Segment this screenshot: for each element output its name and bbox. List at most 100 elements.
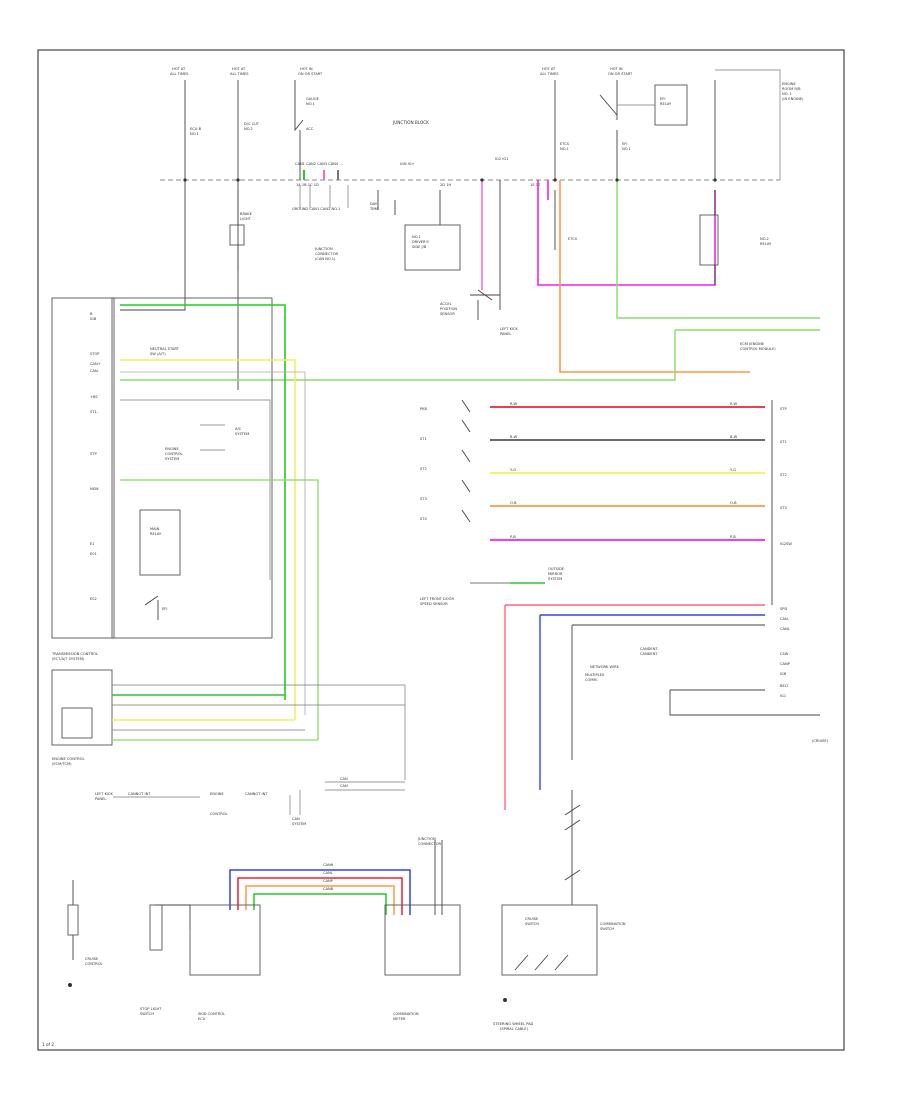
svg-text:LIGHT: LIGHT	[240, 217, 252, 221]
svg-text:NO.1: NO.1	[560, 147, 569, 151]
svg-text:ST4: ST4	[420, 517, 427, 521]
svg-text:CAN: CAN	[292, 817, 300, 821]
svg-text:STOP LIGHT: STOP LIGHT	[140, 1007, 162, 1011]
svg-text:CAN-: CAN-	[780, 617, 790, 621]
svg-text:ECU-B: ECU-B	[190, 127, 202, 131]
svg-text:LEFT FRONT DOOR: LEFT FRONT DOOR	[420, 597, 454, 601]
svg-text:ON OR START: ON OR START	[298, 72, 323, 76]
svg-text:ST1: ST1	[780, 440, 787, 444]
svg-text:NO.1: NO.1	[622, 147, 631, 151]
svg-text:GAUGE: GAUGE	[306, 97, 320, 101]
svg-text:E02: E02	[90, 597, 97, 601]
can-junction: GROUND CAN1 CAN2 NO.1 JUNCTIONCONNECTOR(…	[292, 185, 349, 261]
svg-text:CONNECTOR: CONNECTOR	[315, 252, 339, 256]
svg-text:IGB: IGB	[780, 672, 787, 676]
svg-text:ETCS: ETCS	[560, 142, 570, 146]
svg-text:+BS: +BS	[90, 395, 98, 399]
svg-text:CANP: CANP	[323, 879, 334, 883]
svg-text:CAN-: CAN-	[90, 369, 100, 373]
svg-text:B-W: B-W	[730, 435, 738, 439]
svg-text:CANP: CANP	[780, 662, 791, 666]
junction-block-label: JUNCTION BLOCK	[392, 120, 429, 125]
svg-text:ALL TIMES: ALL TIMES	[170, 72, 189, 76]
tcm-block	[51, 669, 113, 746]
svg-text:SPEED SENSOR: SPEED SENSOR	[420, 602, 448, 606]
svg-text:METER: METER	[393, 1017, 406, 1021]
svg-text:ENGINE: ENGINE	[210, 792, 224, 796]
svg-text:(SPIRAL CABLE): (SPIRAL CABLE)	[500, 1027, 529, 1031]
ecm-pin-labels: B IGB STOP CAN+ CAN- +BS ST1- STP NSW E1…	[90, 312, 101, 601]
svg-text:DRIVER'S: DRIVER'S	[412, 240, 430, 244]
svg-text:RELAY: RELAY	[760, 242, 772, 246]
svg-text:MULTIPLEX: MULTIPLEX	[585, 673, 605, 677]
svg-text:B-W: B-W	[510, 435, 518, 439]
ecm-inner	[111, 297, 273, 639]
junction-connector-labels: CAN1 CAN2 CAN3 CAN4 ... IGN IG+ IG2 IG1 …	[295, 157, 541, 187]
svg-text:CRUISE: CRUISE	[525, 917, 539, 921]
svg-text:LEFT KICK: LEFT KICK	[95, 792, 114, 796]
svg-text:CANH: CANH	[323, 863, 334, 867]
svg-text:CAN+: CAN+	[90, 362, 101, 366]
svg-text:ST2: ST2	[420, 467, 427, 471]
feed-wires	[120, 80, 716, 390]
page-number: 1 of 2	[42, 1042, 54, 1047]
svg-text:NO. 1: NO. 1	[782, 92, 792, 96]
svg-text:ST2: ST2	[780, 473, 787, 477]
svg-text:HOT AT: HOT AT	[172, 67, 186, 71]
svg-text:IG1: IG1	[780, 694, 786, 698]
svg-text:O-B: O-B	[730, 501, 737, 505]
svg-text:(ECT/A/T SYSTEM): (ECT/A/T SYSTEM)	[52, 657, 85, 661]
svg-text:(CAN NO.1): (CAN NO.1)	[315, 257, 336, 261]
svg-text:CONNECTOR: CONNECTOR	[418, 842, 442, 846]
green-wire-ecm	[120, 304, 286, 700]
svg-text:D/C CUT: D/C CUT	[244, 122, 260, 126]
svg-text:ECU: ECU	[198, 1017, 206, 1021]
svg-text:A/C: A/C	[235, 427, 242, 431]
svg-text:SYSTEM: SYSTEM	[548, 577, 562, 581]
svg-text:EFI: EFI	[162, 607, 167, 611]
svg-text:NEUTRAL START: NEUTRAL START	[150, 347, 180, 351]
svg-text:SYSTEM: SYSTEM	[165, 457, 179, 461]
svg-text:CANNOT INT: CANNOT INT	[245, 792, 268, 796]
svg-text:IGB: IGB	[90, 317, 97, 321]
svg-text:STP: STP	[90, 452, 97, 456]
svg-text:BRAKE: BRAKE	[240, 212, 253, 216]
svg-text:SWITCH: SWITCH	[525, 922, 539, 926]
svg-text:SYSTEM: SYSTEM	[292, 822, 306, 826]
svg-text:CSW: CSW	[780, 652, 789, 656]
svg-text:NO.1: NO.1	[412, 235, 421, 239]
svg-text:ACCEL: ACCEL	[440, 302, 452, 306]
svg-text:TIME: TIME	[369, 207, 379, 211]
svg-text:NETWORK WIRE: NETWORK WIRE	[590, 665, 620, 669]
svg-text:SKID CONTROL: SKID CONTROL	[198, 1012, 225, 1016]
svg-text:BELT: BELT	[780, 684, 789, 688]
svg-text:ROOM R/B: ROOM R/B	[782, 87, 801, 91]
svg-text:E01: E01	[90, 552, 97, 556]
svg-text:SW (A/T): SW (A/T)	[150, 352, 166, 356]
signal-runs	[470, 406, 765, 584]
svg-text:PKB: PKB	[420, 407, 428, 411]
svg-text:DAY: DAY	[370, 202, 378, 206]
svg-text:(CRUISE): (CRUISE)	[812, 739, 829, 743]
svg-text:1S 1T: 1S 1T	[530, 183, 541, 187]
svg-text:STP: STP	[780, 407, 787, 411]
svg-text:ETCS: ETCS	[568, 237, 578, 241]
svg-text:SENSOR: SENSOR	[440, 312, 455, 316]
svg-text:ALL TIMES: ALL TIMES	[230, 72, 249, 76]
svg-text:SWITCH: SWITCH	[140, 1012, 154, 1016]
svg-text:SIDE J/B: SIDE J/B	[412, 245, 427, 249]
svg-text:CANNOT INT: CANNOT INT	[128, 792, 151, 796]
svg-text:PANEL: PANEL	[95, 797, 106, 801]
svg-text:CAN: CAN	[340, 784, 348, 788]
